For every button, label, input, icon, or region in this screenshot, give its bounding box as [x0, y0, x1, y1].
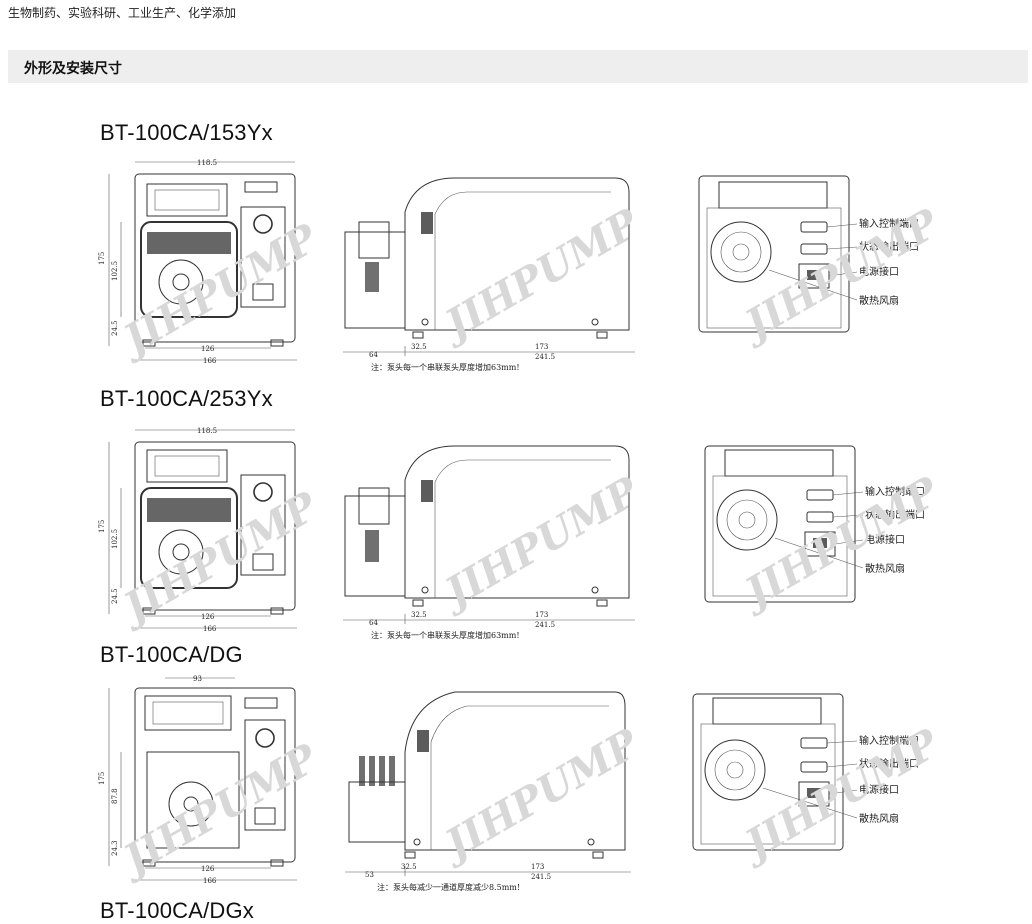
watermark-2: JIHPUMP: [431, 199, 648, 352]
drawing-note: 注：泵头每一个串联泵头厚度增加63mm!: [371, 362, 520, 372]
rear-view: 输入控制端口 状态输出端口 电源接口 散热风扇: [692, 693, 919, 851]
dim-mid: 102.5: [111, 529, 119, 549]
dim-top-width: 93: [193, 675, 202, 683]
watermark-2: JIHPUMP: [431, 467, 648, 620]
watermark-2: JIHPUMP: [431, 719, 648, 872]
dim-low: 24.5: [111, 320, 119, 336]
label-power-port: 电源接口: [859, 265, 899, 278]
dim-side-total: 241.5: [535, 621, 555, 629]
rear-view: 输入控制端口 状态输出端口 电源接口 散热风扇: [704, 445, 925, 603]
watermark-3: JIHPUMP: [731, 199, 948, 352]
label-input-port: 输入控制端口: [859, 217, 919, 230]
drawing-note: 注：泵头每减少一通道厚度减少8.5mm!: [377, 882, 520, 892]
dimension-drawing-3: 93 175 87.8 24.3 126 166 53 32.5 173 241…: [98, 675, 948, 892]
dim-base1: 126: [201, 345, 215, 353]
dim-side-left: 64: [369, 351, 378, 359]
dim-side-left: 64: [369, 619, 378, 627]
watermark-3: JIHPUMP: [731, 719, 948, 872]
label-fan: 散热风扇: [865, 562, 905, 575]
dim-side-a: 32.5: [411, 343, 427, 351]
dim-side-a: 32.5: [401, 863, 417, 871]
label-output-port: 状态输出端口: [865, 508, 925, 521]
rear-view: 输入控制端口 状态输出端口 电源接口 散热风扇: [698, 175, 919, 333]
dim-height: 175: [98, 772, 106, 785]
dim-low: 24.5: [111, 588, 119, 604]
label-output-port: 状态输出端口: [859, 757, 919, 770]
front-view: 93 175 87.8 24.3 126 166: [98, 675, 297, 885]
label-power-port: 电源接口: [865, 533, 905, 546]
model-title-3: BT-100CA/DG: [100, 642, 243, 667]
intro-text: 生物制药、实验科研、工业生产、化学添加: [8, 6, 237, 20]
label-input-port: 输入控制端口: [859, 734, 919, 747]
front-view: 118.5 175 102.5 24.5 126 166: [98, 427, 297, 633]
side-view: 64 32.5 173 241.5 注：泵头每一个串联泵头厚度增加63mm!: [343, 445, 635, 640]
dim-side-b: 173: [535, 611, 548, 619]
dimension-drawing-1: 118.5 175 102.5 24.5 126 166 64 32.5 173…: [98, 159, 948, 372]
dim-height: 175: [98, 520, 106, 533]
side-view: 53 32.5 173 241.5 注：泵头每减少一通道厚度减少8.5mm!: [345, 691, 631, 892]
dim-side-total: 241.5: [535, 353, 555, 361]
dim-side-total: 241.5: [531, 873, 551, 881]
label-fan: 散热风扇: [859, 294, 899, 307]
dim-mid: 102.5: [111, 261, 119, 281]
dim-low: 24.3: [111, 840, 119, 856]
label-output-port: 状态输出端口: [859, 240, 919, 253]
dim-top-width: 118.5: [197, 159, 217, 167]
dim-side-b: 173: [531, 863, 544, 871]
section-title: 外形及安装尺寸: [24, 61, 122, 77]
dim-base2: 166: [203, 625, 217, 633]
dimension-drawing-2: 118.5 175 102.5 24.5 126 166 64 32.5 173…: [98, 427, 948, 640]
watermark-1: JIHPUMP: [110, 734, 327, 887]
side-view: 64 32.5 173 241.5 注：泵头每一个串联泵头厚度增加63mm!: [343, 177, 635, 372]
watermark-3: JIHPUMP: [731, 467, 948, 620]
front-view: 118.5 175 102.5 24.5 126 166: [98, 159, 297, 365]
section-header: 外形及安装尺寸: [8, 50, 1028, 83]
model-title-1: BT-100CA/153Yx: [100, 120, 273, 145]
dim-height: 175: [98, 252, 106, 265]
dim-base2: 166: [203, 357, 217, 365]
dim-base2: 166: [203, 877, 217, 885]
dim-side-a: 32.5: [411, 611, 427, 619]
model-title-2: BT-100CA/253Yx: [100, 386, 273, 411]
dim-base1: 126: [201, 865, 215, 873]
dim-side-left: 53: [365, 871, 374, 879]
dim-base1: 126: [201, 613, 215, 621]
dim-side-b: 173: [535, 343, 548, 351]
model-title-4: BT-100CA/DGx: [100, 898, 255, 923]
dim-mid: 87.8: [111, 788, 119, 804]
drawing-note: 注：泵头每一个串联泵头厚度增加63mm!: [371, 630, 520, 640]
dim-top-width: 118.5: [197, 427, 217, 435]
label-fan: 散热风扇: [859, 812, 899, 825]
label-power-port: 电源接口: [859, 783, 899, 796]
label-input-port: 输入控制端口: [865, 485, 925, 498]
